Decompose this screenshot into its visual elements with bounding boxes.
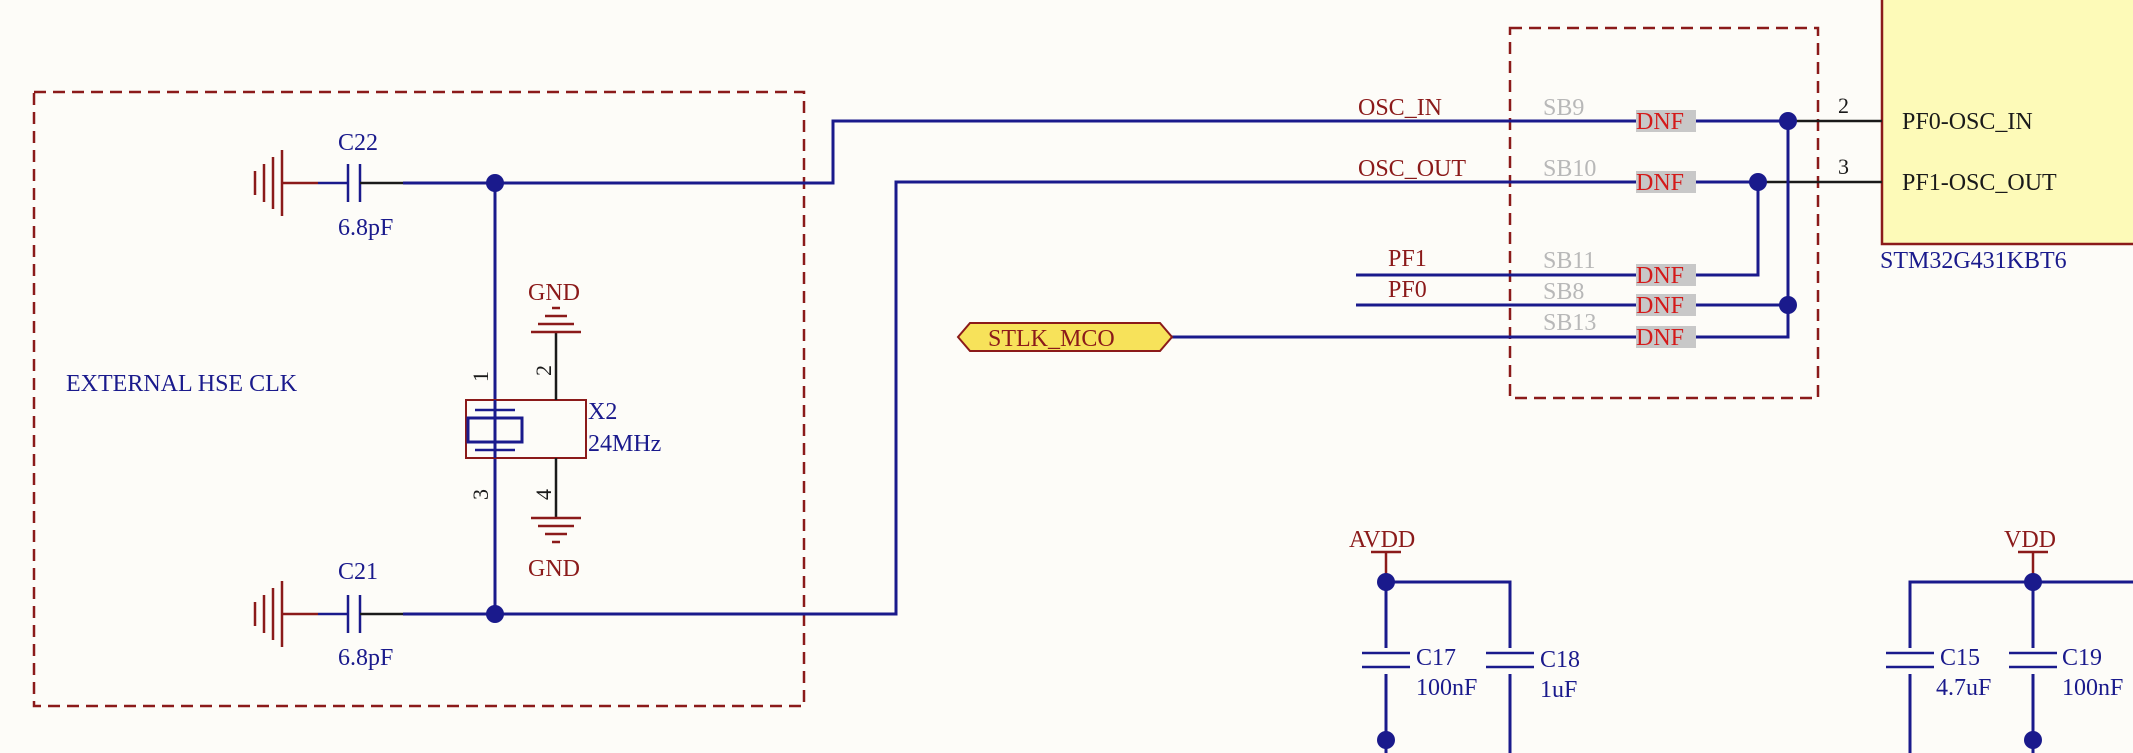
junction-pin2 bbox=[1779, 112, 1797, 130]
c22-ref: C22 bbox=[338, 130, 378, 156]
vdd-rail-wire bbox=[1908, 580, 2133, 753]
solder-bridge-block-box bbox=[1508, 26, 1820, 400]
avdd-label: AVDD bbox=[1349, 527, 1415, 553]
c18-value: 1uF bbox=[1540, 677, 1577, 703]
sb8-ref: SB8 bbox=[1543, 279, 1584, 305]
sb13-ref: SB13 bbox=[1543, 310, 1596, 336]
block-label: EXTERNAL HSE CLK bbox=[66, 371, 298, 397]
junction-vdd bbox=[2024, 573, 2042, 591]
mcu-pin2-name: PF0-OSC_IN bbox=[1902, 109, 2033, 135]
sb8-status: DNF bbox=[1636, 293, 1684, 319]
vdd-label: VDD bbox=[2004, 527, 2056, 553]
c21-value: 6.8pF bbox=[338, 645, 393, 671]
mcu-pin2-number: 2 bbox=[1838, 93, 1849, 118]
capacitor-c22 bbox=[318, 164, 403, 202]
solder-bridge-sb9 bbox=[1636, 110, 1788, 132]
junction-c21 bbox=[486, 605, 504, 623]
mcu-pin3-name: PF1-OSC_OUT bbox=[1902, 170, 2057, 196]
capacitor-c18 bbox=[1486, 648, 1534, 674]
solder-bridge-sb10 bbox=[1636, 171, 1758, 193]
c18-ref: C18 bbox=[1540, 647, 1580, 673]
osc-in-wire bbox=[403, 119, 1788, 185]
solder-bridge-sb13 bbox=[1636, 121, 1790, 348]
c17-value: 100nF bbox=[1416, 675, 1477, 701]
stlk-mco-port bbox=[956, 322, 1174, 352]
junction-c22 bbox=[486, 174, 504, 192]
sb10-ref: SB10 bbox=[1543, 156, 1596, 182]
sb9-ref: SB9 bbox=[1543, 95, 1584, 121]
c21-ref: C21 bbox=[338, 559, 378, 585]
junction-avdd-bottom bbox=[1377, 731, 1395, 749]
mcu-body bbox=[1880, 0, 2133, 246]
avdd-rail-wire bbox=[1386, 580, 1512, 753]
crystal-pin3-label: 3 bbox=[468, 489, 493, 500]
junction-pin3 bbox=[1749, 173, 1767, 191]
sb13-status: DNF bbox=[1636, 325, 1684, 351]
solder-bridge-sb11 bbox=[1636, 182, 1760, 286]
net-osc-out: OSC_OUT bbox=[1358, 156, 1466, 182]
crystal-value: 24MHz bbox=[588, 431, 661, 457]
net-pf1: PF1 bbox=[1388, 246, 1427, 272]
ground-symbol-c22 bbox=[253, 150, 318, 216]
gnd-symbol-bottom bbox=[531, 516, 581, 544]
capacitor-c21 bbox=[318, 595, 403, 633]
net-pf0: PF0 bbox=[1388, 277, 1427, 303]
sb9-status: DNF bbox=[1636, 109, 1684, 135]
capacitor-c17 bbox=[1362, 648, 1410, 674]
c17-ref: C17 bbox=[1416, 645, 1456, 671]
osc-out-wire bbox=[403, 180, 1758, 616]
junction-vdd-bottom bbox=[2024, 731, 2042, 749]
junction-avdd bbox=[1377, 573, 1395, 591]
c19-value: 100nF bbox=[2062, 675, 2123, 701]
c15-value: 4.7uF bbox=[1936, 675, 1991, 701]
sb10-status: DNF bbox=[1636, 170, 1684, 196]
stlk-mco-label: STLK_MCO bbox=[988, 326, 1115, 352]
crystal-pin2-label: 2 bbox=[531, 365, 556, 376]
junction-pf0 bbox=[1779, 296, 1797, 314]
crystal-pin1-label: 1 bbox=[468, 371, 493, 382]
gnd-symbol-top bbox=[531, 306, 581, 334]
c22-value: 6.8pF bbox=[338, 215, 393, 241]
mcu-part-number: STM32G431KBT6 bbox=[1880, 248, 2067, 274]
gnd-label-bottom: GND bbox=[528, 556, 580, 582]
c19-ref: C19 bbox=[2062, 645, 2102, 671]
hse-clk-block-box bbox=[32, 90, 806, 708]
ground-symbol-c21 bbox=[253, 581, 318, 647]
capacitor-c19 bbox=[2009, 648, 2057, 674]
capacitor-c15 bbox=[1886, 648, 1934, 674]
crystal-ref: X2 bbox=[588, 399, 617, 425]
net-osc-in: OSC_IN bbox=[1358, 95, 1442, 121]
crystal-pin4-label: 4 bbox=[531, 489, 556, 500]
sb11-ref: SB11 bbox=[1543, 248, 1595, 274]
solder-bridge-sb8 bbox=[1636, 294, 1788, 316]
mcu-pin3-number: 3 bbox=[1838, 154, 1849, 179]
c15-ref: C15 bbox=[1940, 645, 1980, 671]
gnd-label-top: GND bbox=[528, 280, 580, 306]
crystal-x2 bbox=[465, 332, 587, 518]
sb11-status: DNF bbox=[1636, 263, 1684, 289]
